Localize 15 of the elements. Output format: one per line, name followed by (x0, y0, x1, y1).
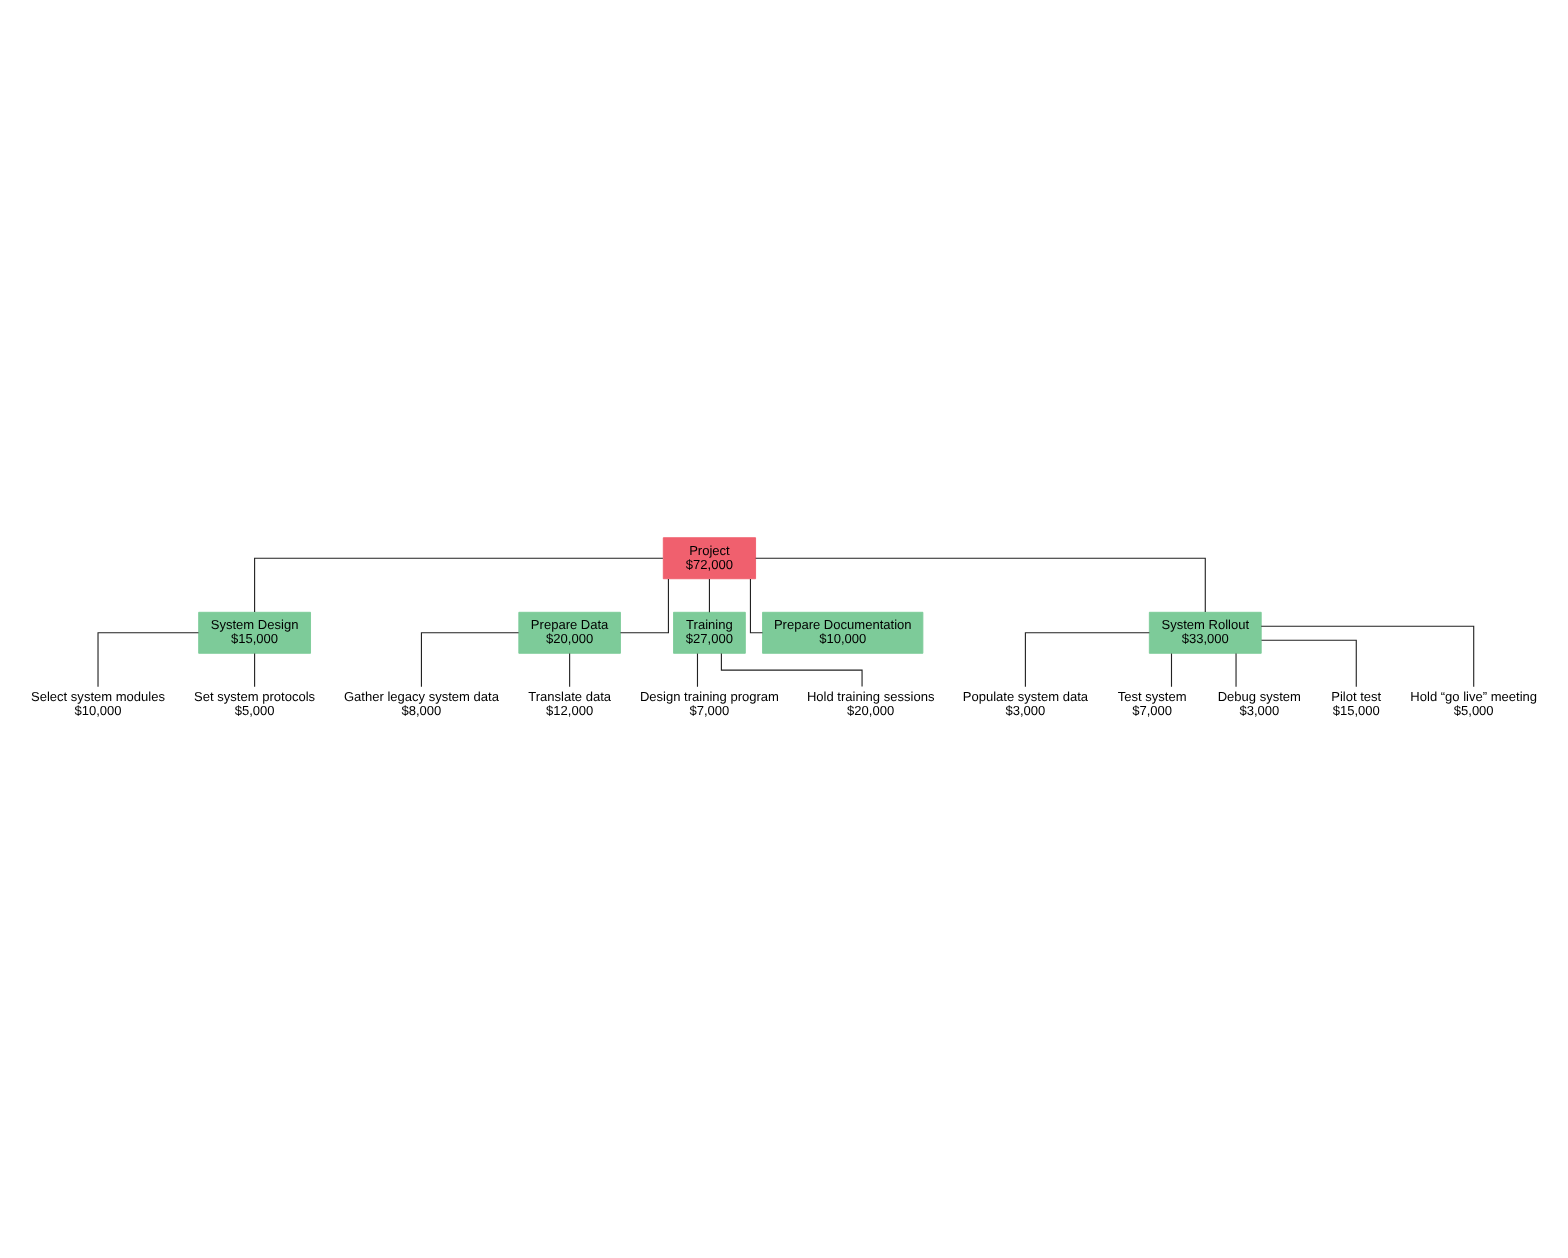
connector (749, 577, 764, 633)
connector (420, 631, 520, 687)
connector (1260, 624, 1475, 687)
connector (1235, 652, 1237, 687)
connector (708, 577, 710, 612)
connector (696, 652, 699, 687)
connector (1024, 631, 1150, 687)
connector (755, 556, 1206, 612)
connector (569, 652, 571, 687)
connector (97, 631, 200, 687)
connector (1260, 638, 1357, 687)
connector (1170, 652, 1173, 687)
connector (254, 556, 664, 612)
connector (619, 577, 669, 633)
connector (254, 652, 256, 687)
